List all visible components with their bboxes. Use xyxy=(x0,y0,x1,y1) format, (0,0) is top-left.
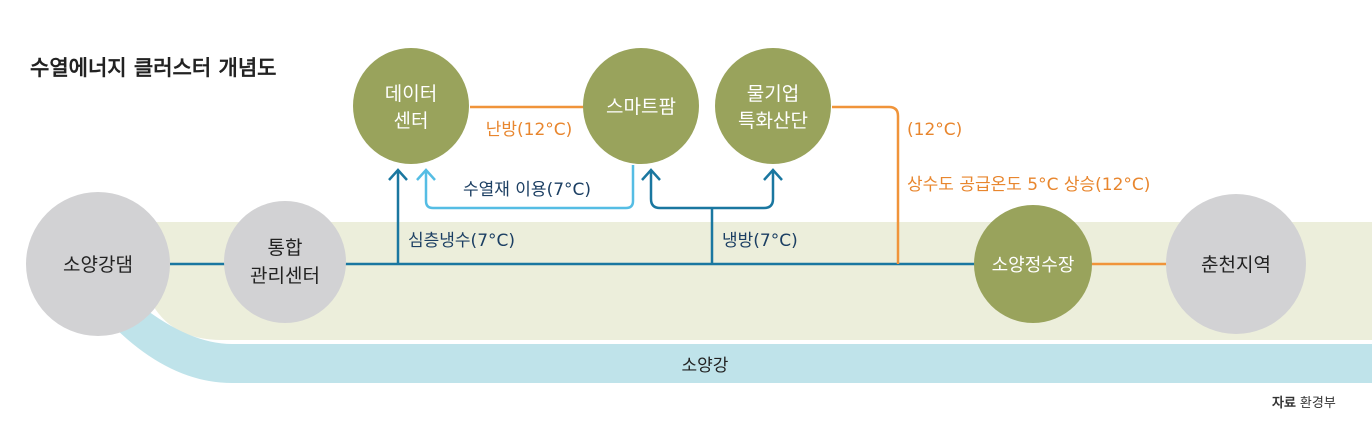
cooling-pipe xyxy=(649,170,775,210)
flow-supply-rise-label: 상수도 공급온도 5°C 상승(12°C) xyxy=(907,175,1150,195)
flow-heating-label: 난방(12°C) xyxy=(486,120,573,140)
node-industry-label-2: 특화산단 xyxy=(738,110,808,132)
cooling-arrowhead-farm xyxy=(641,168,661,181)
source-label: 자료 xyxy=(1272,396,1296,411)
reuse-arrowhead xyxy=(416,168,436,181)
flow-deep-cold-label: 심층냉수(7°C) xyxy=(408,231,515,251)
node-dam xyxy=(26,192,170,336)
flow-cooling-label: 냉방(7°C) xyxy=(722,231,798,251)
node-industry-complex xyxy=(715,48,831,164)
river xyxy=(112,305,1372,383)
source-value: 환경부 xyxy=(1299,396,1336,411)
node-industry-label-1: 물기업 xyxy=(747,83,799,105)
heat-pipe-industry xyxy=(832,105,900,264)
node-smart-farm xyxy=(583,48,699,164)
node-control-label-1: 통합 xyxy=(268,237,303,259)
deep-cold-arrowhead xyxy=(388,168,408,181)
diagram-title: 수열에너지 클러스터 개념도 xyxy=(30,56,277,80)
node-datacenter-label-2: 센터 xyxy=(394,110,429,132)
node-control-center xyxy=(224,201,346,323)
node-chuncheon-label: 춘천지역 xyxy=(1201,254,1271,276)
flow-reuse-label: 수열재 이용(7°C) xyxy=(463,180,591,200)
node-purification-plant xyxy=(974,205,1092,323)
node-smartfarm-label: 스마트팜 xyxy=(606,96,676,118)
node-control-label-2: 관리센터 xyxy=(250,265,320,287)
river-label: 소양강 xyxy=(682,356,729,376)
node-dam-label: 소양강댐 xyxy=(63,254,133,276)
node-datacenter-label-1: 데이터 xyxy=(385,83,437,105)
cooling-arrowhead-industry xyxy=(763,168,783,181)
reuse-pipe xyxy=(424,165,635,210)
flow-temp-12-label: (12°C) xyxy=(907,120,962,140)
node-chuncheon xyxy=(1166,194,1306,334)
node-purification-label: 소양정수장 xyxy=(992,255,1075,276)
node-data-center xyxy=(353,48,469,164)
